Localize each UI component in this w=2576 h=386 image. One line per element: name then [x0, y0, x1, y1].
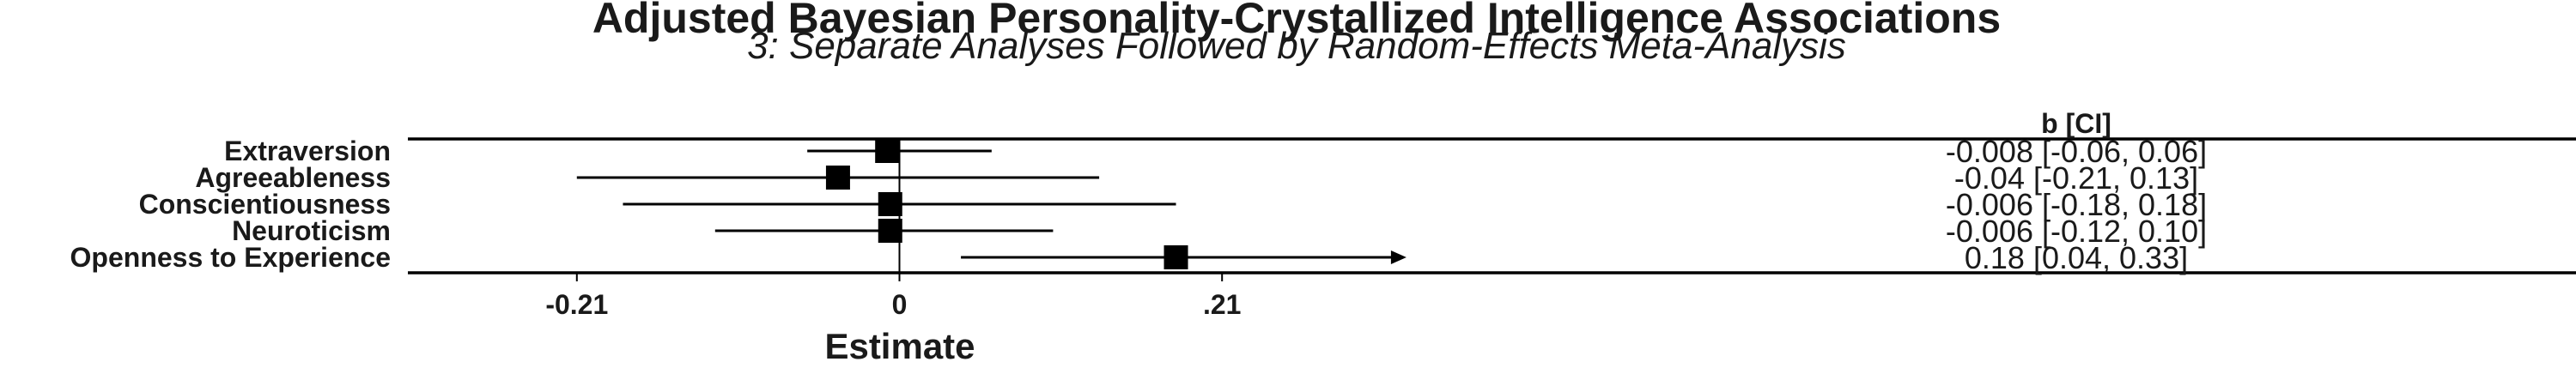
point-estimate	[878, 219, 902, 243]
row-label: Extraversion	[224, 136, 391, 166]
ci-arrow	[1390, 250, 1406, 264]
row-estimate-text: -0.006 [-0.12, 0.10]	[1946, 214, 2207, 249]
forest-row: Agreeableness -0.04 [-0.21, 0.13]	[195, 160, 2198, 196]
forest-row: Conscientiousness -0.006 [-0.18, 0.18]	[139, 187, 2208, 222]
x-axis-label: Estimate	[824, 326, 975, 366]
chart-subtitle: 3: Separate Analyses Followed by Random-…	[747, 25, 1846, 67]
forest-row: Neuroticism -0.006 [-0.12, 0.10]	[232, 214, 2207, 249]
x-tick-label: 0	[892, 289, 908, 320]
x-axis: -0.21 0 .21	[545, 273, 1241, 320]
forest-row: Openness to Experience 0.18 [0.04, 0.33]	[70, 240, 2189, 275]
forest-rows: Extraversion-0.008 [-0.06, 0.06]Agreeabl…	[70, 134, 2208, 275]
row-label: Openness to Experience	[70, 242, 391, 273]
point-estimate	[825, 166, 850, 190]
row-label: Conscientiousness	[139, 189, 391, 220]
point-estimate	[875, 139, 900, 163]
x-tick-label: .21	[1203, 289, 1241, 320]
row-label: Agreeableness	[195, 162, 391, 193]
forest-row: Extraversion -0.008 [-0.06, 0.06]	[224, 134, 2207, 169]
row-estimate-text: -0.008 [-0.06, 0.06]	[1946, 134, 2207, 169]
point-estimate	[1163, 245, 1188, 269]
annotation-header: b [CI]	[2041, 108, 2111, 139]
x-tick-label: -0.21	[545, 289, 608, 320]
row-label: Neuroticism	[232, 215, 391, 246]
point-estimate	[878, 192, 902, 216]
row-estimate-text: -0.04 [-0.21, 0.13]	[1954, 160, 2198, 196]
row-estimate-text: 0.18 [0.04, 0.33]	[1965, 240, 2188, 275]
chart-title: Adjusted Bayesian Personality-Crystalliz…	[592, 0, 2001, 42]
row-estimate-text: -0.006 [-0.18, 0.18]	[1946, 187, 2207, 222]
